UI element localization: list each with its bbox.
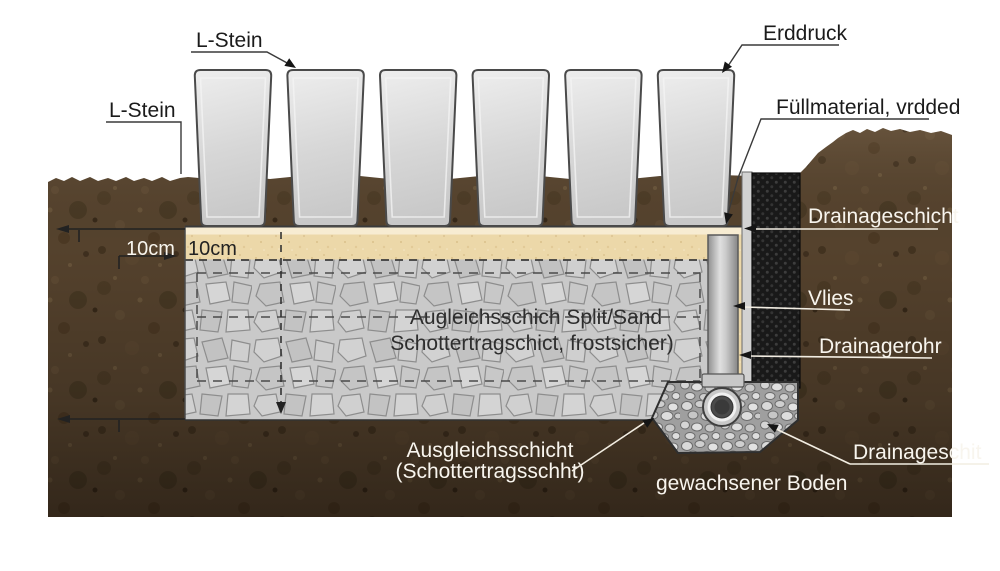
l-stone-blocks — [193, 69, 736, 227]
l-stone-block-bevel — [570, 77, 637, 218]
l-stone-block-bevel — [662, 77, 730, 218]
l-stone-block — [193, 69, 273, 227]
dim-10cm-outer: 10cm — [126, 238, 175, 260]
erddruck-label: Erddruck — [763, 22, 848, 45]
depth-dashed-arrow — [276, 232, 286, 414]
l-stone-block-bevel — [384, 77, 452, 218]
l-stone-block — [471, 69, 551, 227]
l-stein-top-label: L-Stein — [196, 29, 263, 52]
drainageschit-label: Drainageschit — [853, 441, 982, 464]
callout-drainagerohr: Drainagerohr — [739, 335, 942, 359]
drain-pipe-riser — [707, 234, 739, 384]
gravel-layer-label-line2: Schottertragschict, frostsicher) — [390, 332, 674, 355]
callout-drainageschicht: Drainageschicht — [744, 205, 959, 233]
l-stone-block-bevel — [199, 77, 267, 218]
drainage-mat-layer — [751, 172, 801, 389]
callout-erddruck: Erddruck — [722, 22, 848, 73]
fuellmaterial-label: Füllmaterial, vrdded — [776, 96, 960, 119]
callout-fuellmaterial: Füllmaterial, vrdded — [724, 96, 960, 224]
l-stone-block — [286, 69, 365, 227]
vlies-label: Vlies — [808, 287, 854, 310]
l-stein-left-label: L-Stein — [109, 99, 176, 122]
dim-10cm-inner: 10cm — [188, 238, 237, 260]
callout-drainageschit: Drainageschit — [767, 424, 989, 465]
drainageschicht-label: Drainageschicht — [808, 205, 959, 228]
callout-l-stein-top: L-Stein — [191, 29, 296, 68]
ausgleichsschicht-label-line1: Ausgleichsschicht — [407, 439, 574, 462]
gravel-base-layer — [184, 227, 708, 421]
gravel-layer-label-line1: Augleichsschich Split/Sand — [410, 306, 662, 329]
drainagerohr-label: Drainagerohr — [819, 335, 942, 358]
ausgleichsschicht-label-line2: (Schottertragsschht) — [395, 460, 584, 483]
callout-vlies: Vlies — [733, 287, 854, 311]
l-stone-block — [564, 69, 643, 227]
l-stone-block-bevel — [477, 77, 545, 218]
l-stone-block-bevel — [292, 77, 359, 218]
callout-l-stein-left: L-Stein — [106, 99, 182, 174]
drain-pipe-section — [701, 373, 745, 427]
dimension-arrows — [56, 225, 185, 432]
callout-ausgleichsschicht: Ausgleichsschicht (Schottertragsschht) — [395, 418, 654, 483]
gewachsener-boden-label: gewachsener Boden — [656, 472, 847, 495]
l-stone-block — [656, 69, 736, 227]
l-stone-block — [378, 69, 458, 227]
